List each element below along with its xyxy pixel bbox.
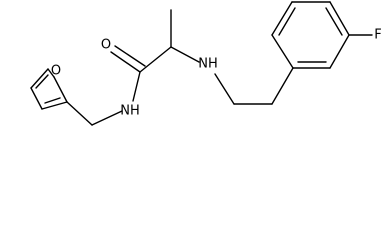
bond-carbonyl-c-alpha-c xyxy=(139,46,172,73)
bond-benzene-double-3 xyxy=(278,7,296,36)
bond-furan-c5-c4 xyxy=(41,101,68,110)
bond-furan-double-1 xyxy=(44,97,61,104)
bond-benzene-7 xyxy=(271,34,294,69)
bond-ch2-amide-n xyxy=(91,110,123,126)
bond-furan-double-2 xyxy=(35,74,49,89)
bond-benzene-6 xyxy=(271,1,293,36)
amine-nh-label: NH xyxy=(198,57,218,72)
bond-furan-c2-o xyxy=(47,68,55,78)
carbonyl-oxygen-label: O xyxy=(101,38,111,53)
bond-carbonyl-c-o-1 xyxy=(110,51,141,73)
bond-benzene-3 xyxy=(329,34,350,69)
bond-benzene-4 xyxy=(329,1,350,36)
bond-carbonyl-c-o-2 xyxy=(114,45,146,67)
bond-furan-o-c5 xyxy=(53,76,68,103)
bond-amide-n-carbonyl-c xyxy=(132,71,141,102)
benzene-ring xyxy=(271,1,350,105)
fluorine-label: F xyxy=(374,28,381,43)
bond-furan-c4-c3 xyxy=(30,87,43,110)
bond-furan-c3-c2 xyxy=(30,68,49,89)
bond-alpha-c-amine-n xyxy=(170,46,200,63)
bond-furan-ch2 xyxy=(66,101,93,126)
furan-ring xyxy=(30,68,68,110)
amide-nh-label: NH xyxy=(120,104,140,119)
bond-amine-n-ch2-a xyxy=(214,73,235,105)
furan-oxygen-label: O xyxy=(51,64,61,79)
bond-benzene-double-2 xyxy=(325,7,343,36)
bond-benzene-1 xyxy=(271,67,294,105)
molecule-structure: O O NH NH F xyxy=(30,1,382,126)
